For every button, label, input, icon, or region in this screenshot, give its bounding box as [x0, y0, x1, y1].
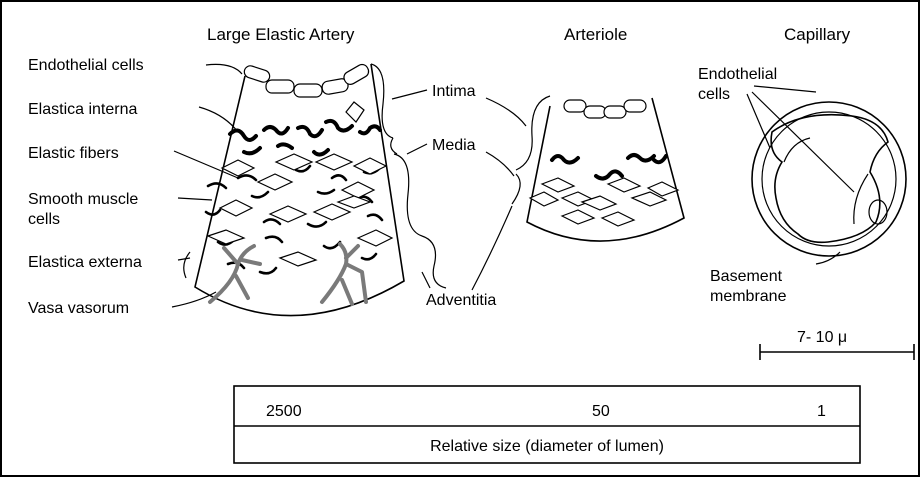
label-basement-line1: Basement — [710, 268, 783, 285]
capillary-leader-3 — [754, 86, 816, 92]
layer-leader-lines — [392, 90, 526, 290]
brace-elastica-externa — [184, 252, 190, 278]
title-capillary: Capillary — [784, 25, 851, 44]
label-elastica-externa: Elastica externa — [28, 254, 142, 271]
label-smooth-muscle-line1: Smooth muscle — [28, 191, 138, 208]
arteriole-endothelial-cells — [564, 100, 646, 118]
title-arteriole: Arteriole — [564, 25, 627, 44]
capillary-basement-membrane-inner — [762, 112, 896, 246]
label-capillary-endothelial-line1: Endothelial — [698, 66, 777, 83]
size-table-caption: Relative size (diameter of lumen) — [430, 438, 664, 455]
scale-bar — [760, 344, 914, 360]
arteriole-smooth-muscle-cells — [530, 178, 678, 226]
label-media: Media — [432, 137, 476, 154]
title-large-elastic-artery: Large Elastic Artery — [207, 25, 355, 44]
brace-arteriole-media — [512, 174, 520, 204]
label-smooth-muscle-line2: cells — [28, 211, 60, 228]
size-value-capillary: 1 — [817, 403, 826, 420]
artery-endothelial-cells — [243, 62, 371, 97]
capillary — [747, 86, 906, 264]
label-intima: Intima — [432, 83, 476, 100]
label-adventitia: Adventitia — [426, 292, 496, 309]
brace-intima-media-artery — [391, 138, 397, 154]
capillary-leader-1 — [747, 94, 770, 148]
label-elastica-interna: Elastica interna — [28, 101, 137, 118]
label-capillary-endothelial-line2: cells — [698, 86, 730, 103]
capillary-cell-junction-1 — [784, 138, 810, 162]
size-value-arteriole: 50 — [592, 403, 610, 420]
artery-vasa-vasorum — [210, 244, 366, 304]
label-elastic-fibers: Elastic fibers — [28, 145, 119, 162]
label-endothelial-cells: Endothelial cells — [28, 57, 144, 74]
label-basement-line2: membrane — [710, 288, 787, 305]
capillary-endothelial-lining — [771, 115, 888, 243]
capillary-nucleus — [869, 200, 887, 224]
capillary-leader-basement — [816, 252, 840, 264]
size-value-artery: 2500 — [266, 403, 302, 420]
artery-wedge — [184, 62, 446, 315]
brace-media-artery — [394, 154, 422, 236]
scale-bar-label: 7- 10 μ — [797, 329, 847, 346]
arteriole-elastic-fibers — [552, 155, 666, 179]
arteriole-wedge — [512, 96, 684, 241]
capillary-cell-junction-2 — [854, 174, 868, 224]
label-vasa-vasorum: Vasa vasorum — [28, 300, 129, 317]
